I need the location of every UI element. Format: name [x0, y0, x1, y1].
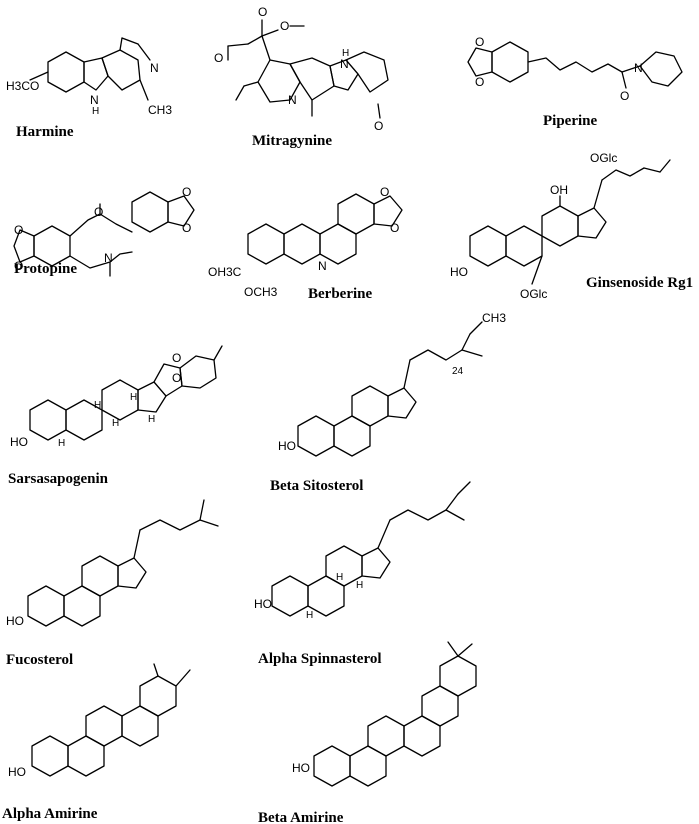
- alpha-amirine-structure: HO: [8, 663, 191, 779]
- piperine-label-0: O: [475, 35, 484, 49]
- harmine-label-3: H: [92, 106, 99, 117]
- harmine-label-1: N: [150, 61, 159, 75]
- protopine-label-0: O: [94, 205, 103, 219]
- beta-amirine-structure: HO: [292, 641, 477, 787]
- mitragynine-label-4: H: [342, 48, 349, 59]
- ginsenoside-rg1-structure: OGlc OH HO OGlc: [450, 151, 671, 301]
- alpha-spinnasterol-structure: HO H H H: [254, 481, 471, 621]
- protopine-label-4: O: [182, 221, 191, 235]
- fucosterol-label-0: HO: [6, 614, 24, 628]
- compound-name-sarsasapogenin: Sarsasapogenin: [8, 471, 109, 487]
- harmine-structure: H3CO N N H CH3: [6, 37, 172, 117]
- ginsenoside-label-2: HO: [450, 265, 468, 279]
- sarsasapogenin-structure: O O HO H H H H H: [10, 345, 223, 449]
- berberine-label-3: OCH3: [244, 285, 278, 299]
- sarsasapogenin-label-3: H: [58, 438, 65, 449]
- compound-name-piperine: Piperine: [543, 113, 597, 129]
- alpha-spinnasterol-label-3: H: [356, 580, 363, 591]
- compound-name-fucosterol: Fucosterol: [6, 652, 73, 668]
- ginsenoside-label-0: OGlc: [590, 151, 617, 165]
- piperine-structure: O O O N: [467, 35, 683, 103]
- mitragynine-label-1: O: [280, 19, 289, 33]
- mitragynine-label-5: N: [340, 57, 349, 71]
- alpha-spinnasterol-label-0: HO: [254, 597, 272, 611]
- sarsasapogenin-label-6: H: [130, 392, 137, 403]
- protopine-label-3: O: [182, 185, 191, 199]
- mitragynine-label-2: O: [214, 51, 223, 65]
- mitragynine-label-6: O: [374, 119, 383, 133]
- compound-name-berberine: Berberine: [308, 286, 372, 302]
- compound-name-protopine: Protopine: [14, 261, 77, 277]
- compound-name-mitragynine: Mitragynine: [252, 133, 332, 149]
- protopine-label-2: O: [14, 259, 23, 273]
- sarsasapogenin-label-1: O: [172, 351, 181, 365]
- compound-name-alpha-spinnasterol: Alpha Spinnasterol: [258, 651, 382, 667]
- berberine-label-2: OH3C: [208, 265, 242, 279]
- piperine-label-2: O: [620, 89, 629, 103]
- sarsasapogenin-label-2: HO: [10, 435, 28, 449]
- berberine-label-1: O: [390, 221, 399, 235]
- compound-name-harmine: Harmine: [16, 124, 74, 140]
- alpha-spinnasterol-label-2: H: [336, 572, 343, 583]
- protopine-structure: O O O O O N: [13, 185, 195, 277]
- compound-name-alpha-amirine: Alpha Amirine: [2, 806, 98, 822]
- compound-name-beta-amirine: Beta Amirine: [258, 810, 344, 824]
- ginsenoside-label-1: OH: [550, 183, 568, 197]
- berberine-label-4: N: [318, 259, 327, 273]
- piperine-label-3: N: [634, 61, 643, 75]
- harmine-label-4: CH3: [148, 103, 172, 117]
- beta-amirine-label-0: HO: [292, 761, 310, 775]
- berberine-structure: O O OH3C OCH3 N: [208, 185, 403, 299]
- sarsasapogenin-label-7: H: [148, 414, 155, 425]
- fucosterol-structure: HO: [6, 499, 219, 628]
- protopine-label-5: N: [104, 251, 113, 265]
- harmine-label-0: H3CO: [6, 79, 39, 93]
- protopine-label-1: O: [14, 223, 23, 237]
- beta-sitosterol-label-0: CH3: [482, 311, 506, 325]
- compound-name-beta-sitosterol: Beta Sitosterol: [270, 478, 363, 494]
- berberine-label-0: O: [380, 185, 389, 199]
- alpha-amirine-label-0: HO: [8, 765, 26, 779]
- beta-sitosterol-structure: CH3 24 HO: [278, 311, 506, 457]
- ginsenoside-label-3: OGlc: [520, 287, 547, 301]
- beta-sitosterol-label-2: HO: [278, 439, 296, 453]
- sarsasapogenin-label-0: O: [172, 371, 181, 385]
- sarsasapogenin-label-4: H: [94, 400, 101, 411]
- alpha-spinnasterol-label-1: H: [306, 610, 313, 621]
- sarsasapogenin-label-5: H: [112, 418, 119, 429]
- mitragynine-label-3: N: [288, 93, 297, 107]
- mitragynine-structure: O O O N H N O: [214, 5, 389, 133]
- piperine-label-1: O: [475, 75, 484, 89]
- mitragynine-label-0: O: [258, 5, 267, 19]
- beta-sitosterol-label-1: 24: [452, 366, 464, 377]
- harmine-label-2: N: [90, 93, 99, 107]
- compound-name-ginsenoside-rg1: Ginsenoside Rg1: [586, 275, 693, 291]
